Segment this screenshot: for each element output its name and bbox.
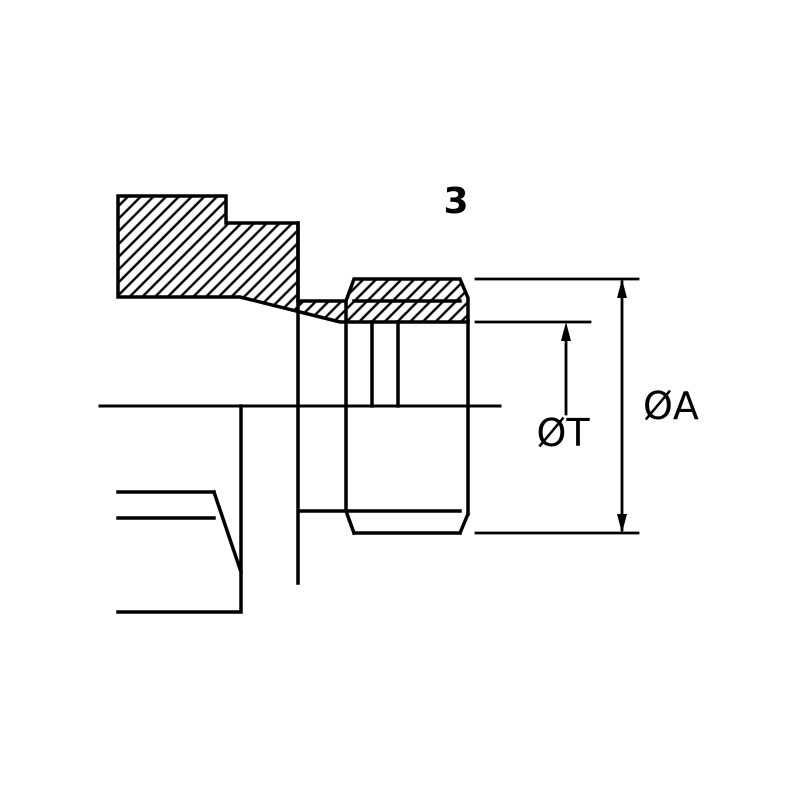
part-number-label: 3 xyxy=(443,181,468,222)
dim-a-arrow-bottom-icon xyxy=(617,514,627,533)
dim-a-label: ØA xyxy=(643,384,699,428)
dim-t-arrowhead-icon xyxy=(561,322,571,341)
dim-t-label: ØT xyxy=(536,411,590,455)
upper-section-detail-lines xyxy=(352,299,462,408)
dimension-outer-diameter: ØA xyxy=(474,277,699,535)
upper-section-hatched-body xyxy=(116,194,470,324)
dimension-tube-diameter: ØT xyxy=(474,320,592,455)
dim-a-arrow-top-icon xyxy=(617,279,627,298)
part-geometry xyxy=(98,194,502,614)
dim-a-extension-lines xyxy=(474,277,640,535)
